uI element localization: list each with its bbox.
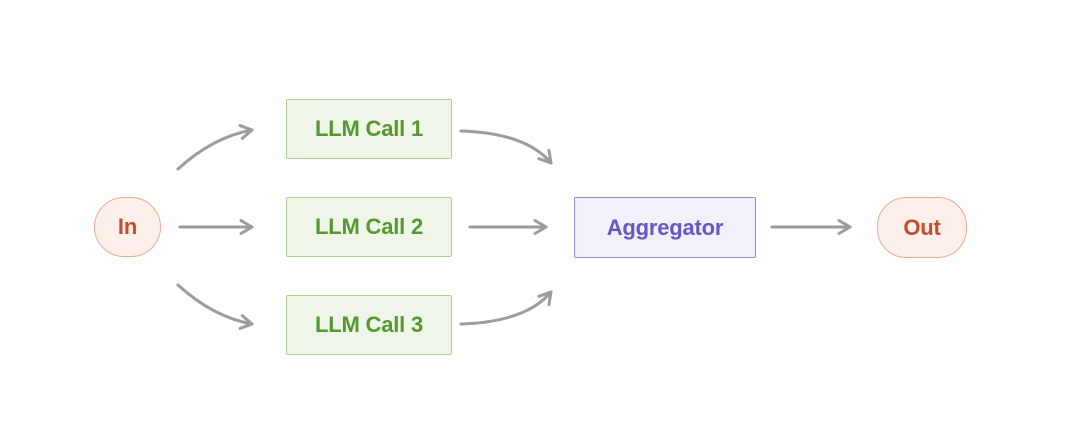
node-llm-call-1: LLM Call 1 xyxy=(286,99,452,159)
node-llm-call-2: LLM Call 2 xyxy=(286,197,452,257)
node-in-label: In xyxy=(117,214,138,239)
edge-in-to-llm-call-3 xyxy=(176,283,254,330)
edge-llm-call-3-to-aggregator xyxy=(459,290,553,326)
node-aggregator-label: Aggregator xyxy=(606,214,724,240)
node-llm-call-1-label: LLM Call 1 xyxy=(314,116,423,141)
edge-in-to-llm-call-1 xyxy=(176,124,254,171)
node-out-label: Out xyxy=(903,214,941,240)
node-aggregator: Aggregator xyxy=(574,197,756,258)
edge-llm-call-1-to-aggregator xyxy=(459,129,553,165)
node-llm-call-3-label: LLM Call 3 xyxy=(314,312,423,337)
node-out: Out xyxy=(877,197,967,258)
node-in: In xyxy=(94,197,161,257)
node-llm-call-3: LLM Call 3 xyxy=(286,295,452,355)
node-llm-call-2-label: LLM Call 2 xyxy=(314,214,423,239)
